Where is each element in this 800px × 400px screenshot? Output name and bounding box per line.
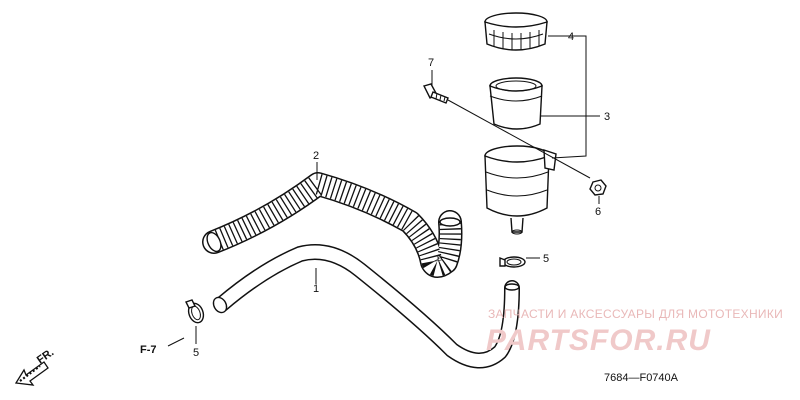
callout-4: 4 — [568, 31, 574, 43]
callout-5-upper: 5 — [543, 253, 549, 265]
hose-clip-lower — [185, 299, 205, 324]
hose-clip-upper — [499, 256, 526, 268]
callout-2: 2 — [313, 150, 319, 162]
callout-1: 1 — [313, 283, 319, 295]
front-direction-arrow: FR. — [14, 346, 56, 386]
reservoir-insert — [489, 77, 543, 130]
bolt — [422, 83, 449, 104]
callout-7: 7 — [428, 57, 434, 69]
callout-5-lower: 5 — [193, 347, 199, 359]
watermark-brand: PARTSFOR.RU — [486, 324, 711, 357]
reference-label: F-7 — [140, 344, 157, 356]
nut — [589, 179, 607, 196]
watermark-tagline: ЗАПЧАСТИ И АКСЕССУАРЫ ДЛЯ МОТОТЕХНИКИ — [488, 307, 783, 321]
breather-tube — [212, 244, 520, 369]
reservoir-body — [484, 145, 557, 235]
callout-3: 3 — [604, 111, 610, 123]
leader-lines — [167, 35, 600, 347]
corrugated-hose — [202, 172, 463, 278]
diagram-code: 7684—F0740A — [604, 372, 679, 384]
callout-6: 6 — [595, 206, 601, 218]
front-direction-label: FR. — [35, 346, 56, 366]
reservoir-cap — [484, 12, 548, 51]
